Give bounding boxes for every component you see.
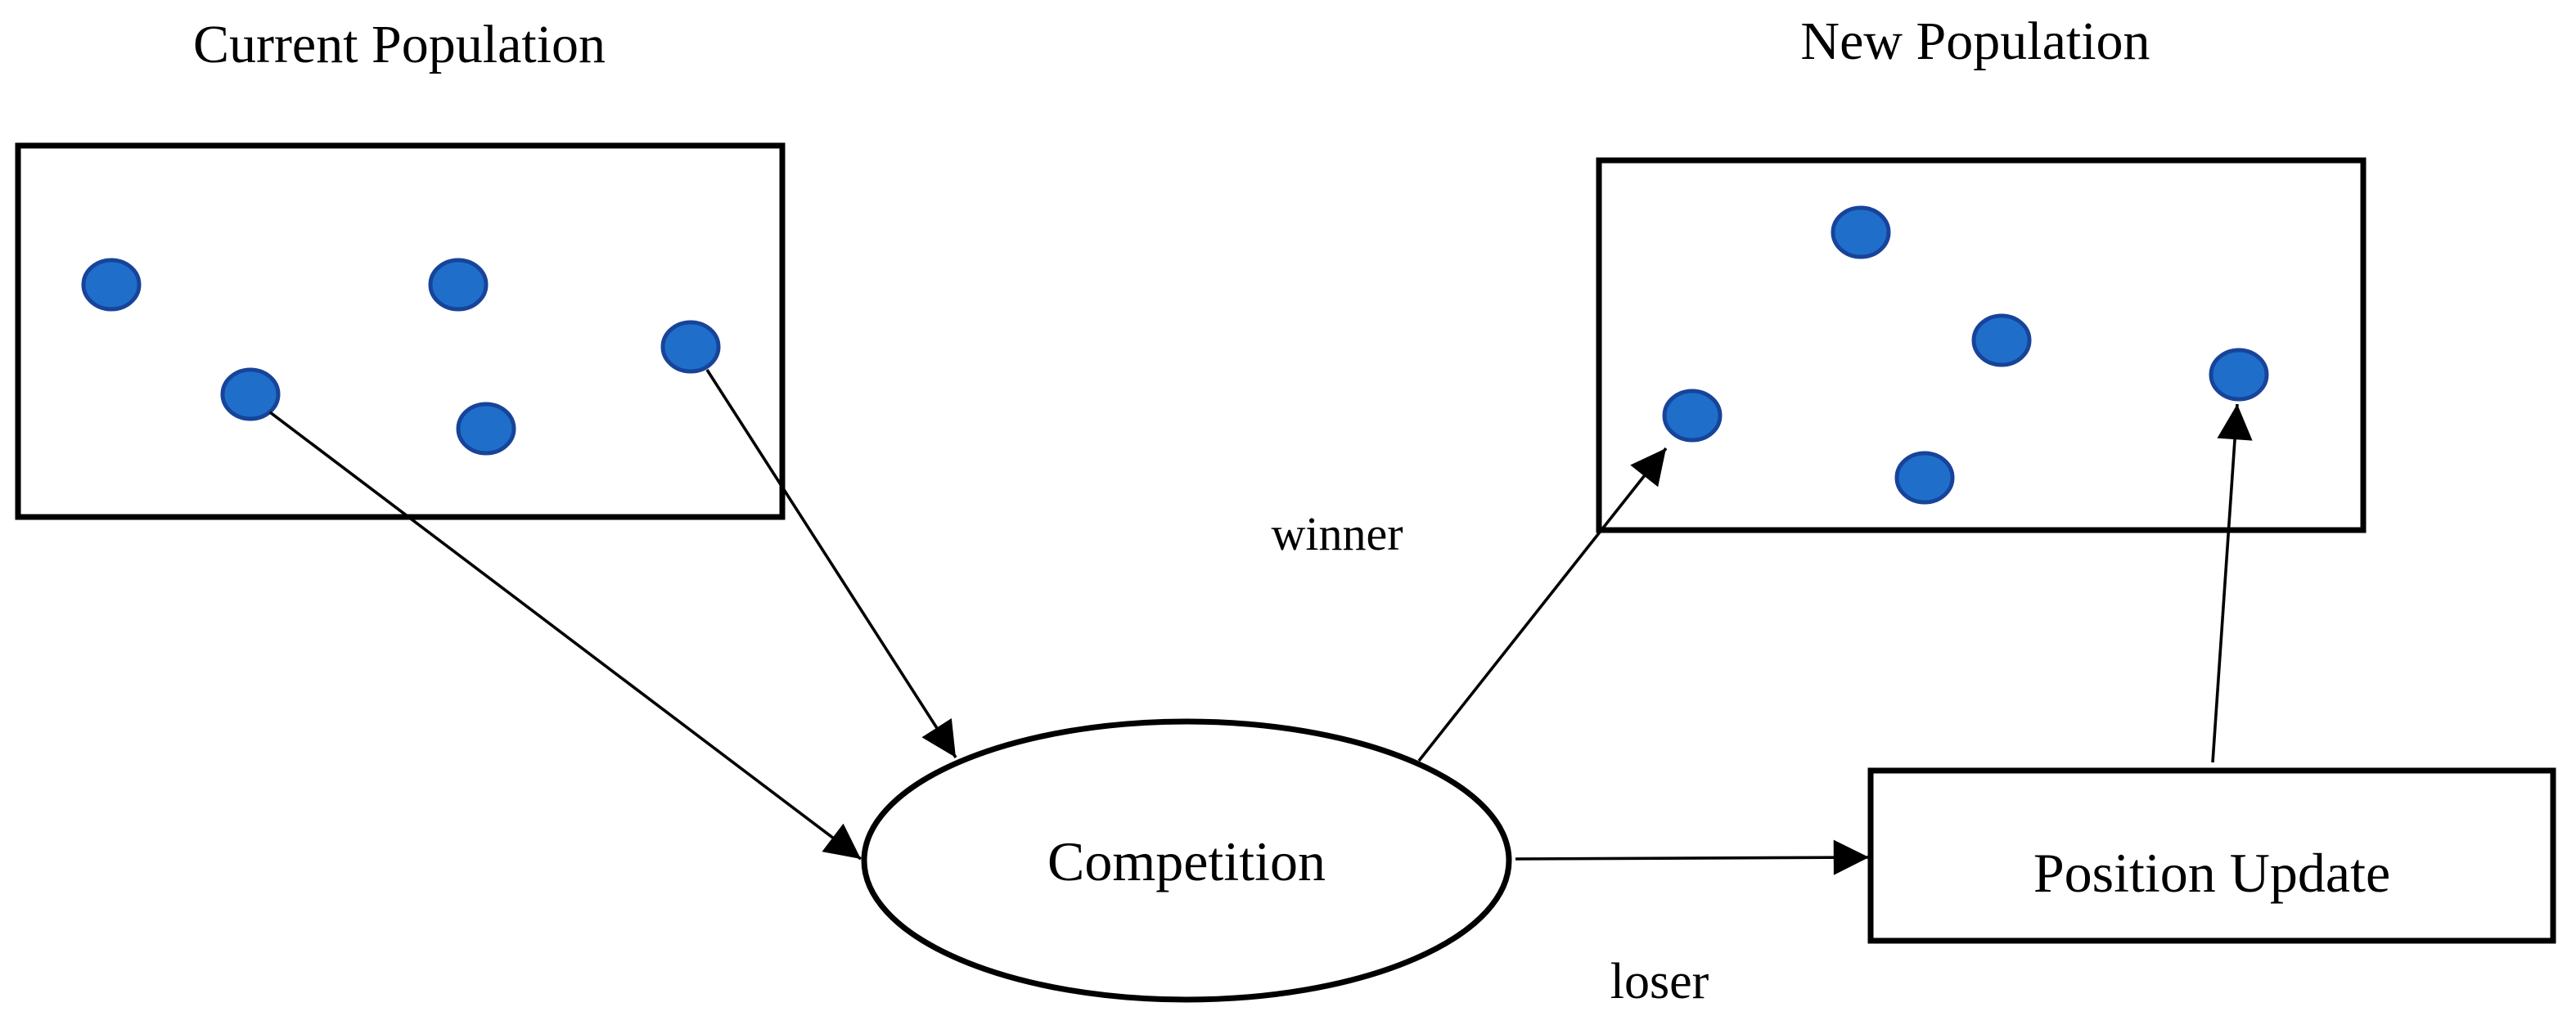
loser-arrow xyxy=(1515,839,1870,875)
new-population-title: New Population xyxy=(1800,11,2150,71)
current-population-box xyxy=(15,142,786,520)
individual-dot xyxy=(456,402,516,456)
current-population-individuals xyxy=(81,258,721,456)
individual-dot xyxy=(1831,205,1891,259)
individual-dot xyxy=(1971,313,2032,367)
individual-dot xyxy=(1662,389,1723,443)
individual-dot xyxy=(220,367,281,421)
position-update-label: Position Update xyxy=(2033,842,2390,904)
position-update-node xyxy=(1867,767,2556,944)
individual-dot xyxy=(81,258,142,312)
competition-label: Competition xyxy=(1047,830,1326,892)
individual-dot xyxy=(660,320,721,374)
selection-arrow xyxy=(705,369,957,758)
current-population-title: Current Population xyxy=(193,15,606,74)
winner-label: winner xyxy=(1271,507,1403,560)
individual-dot xyxy=(2209,348,2269,402)
update-arrow xyxy=(2211,403,2253,763)
competition-node xyxy=(861,718,1512,1003)
winner-arrow xyxy=(1417,447,1668,762)
loser-label: loser xyxy=(1610,954,1709,1009)
new-population-individuals xyxy=(1662,205,2269,505)
individual-dot xyxy=(428,258,489,312)
selection-arrow xyxy=(268,411,862,861)
individual-dot xyxy=(1894,451,1955,505)
